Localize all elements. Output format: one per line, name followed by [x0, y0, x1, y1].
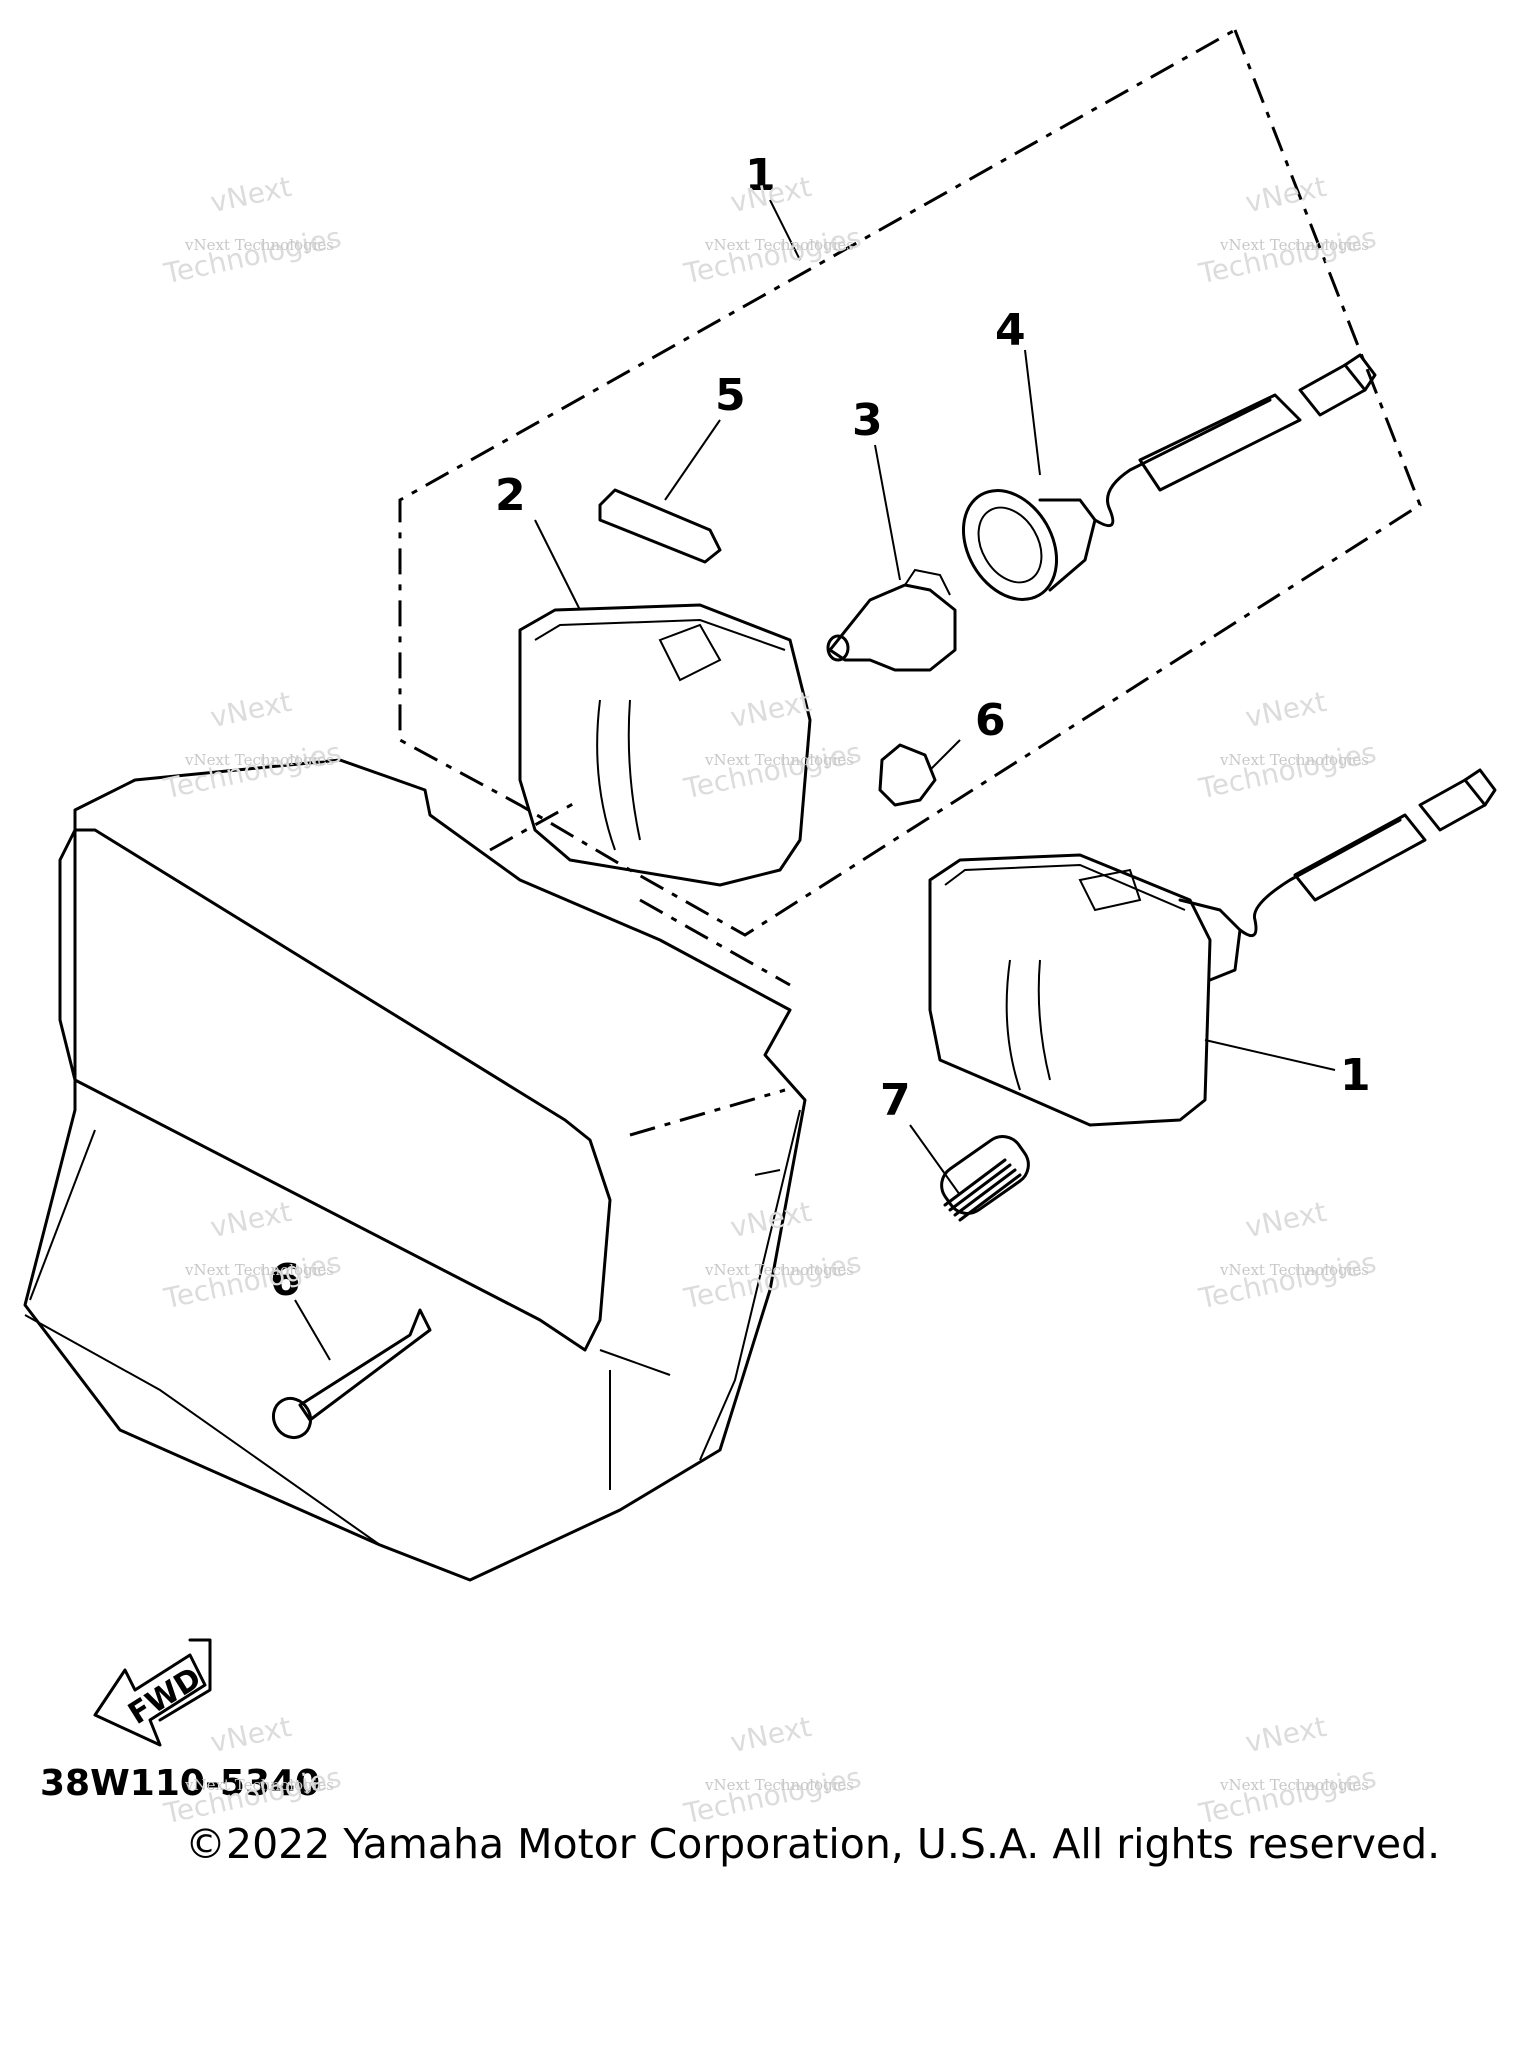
- callout-5: 5: [715, 370, 746, 421]
- svg-text:Technologies: Technologies: [160, 1246, 344, 1316]
- svg-text:vNext Technologies: vNext Technologies: [704, 1776, 854, 1794]
- headlight-housing: [23, 758, 807, 1582]
- drawing-number: 38W110-5340: [40, 1763, 320, 1804]
- socket-4: [961, 353, 1377, 601]
- copyright-notice: ©2022 Yamaha Motor Corporation, U.S.A. A…: [185, 1820, 1441, 1868]
- svg-text:vNext Technologies: vNext Technologies: [184, 1261, 334, 1279]
- svg-text:vNext Technologies: vNext Technologies: [704, 751, 854, 769]
- svg-text:Technologies: Technologies: [160, 736, 344, 806]
- bulb-3: [826, 568, 957, 672]
- callout-3: 3: [852, 395, 883, 446]
- svg-text:vNext Technologies: vNext Technologies: [1219, 751, 1369, 769]
- svg-text:vNext Technologies: vNext Technologies: [704, 1261, 854, 1279]
- svg-text:Technologies: Technologies: [1195, 221, 1379, 291]
- svg-text:vNext: vNext: [727, 685, 814, 734]
- svg-text:vNext: vNext: [207, 685, 294, 734]
- svg-text:vNext Technologies: vNext Technologies: [184, 751, 334, 769]
- callout-6-mid: 6: [975, 695, 1006, 746]
- clip-6: [878, 743, 937, 807]
- svg-text:vNext: vNext: [207, 1710, 294, 1759]
- svg-text:Technologies: Technologies: [1195, 736, 1379, 806]
- svg-text:Technologies: Technologies: [680, 1246, 864, 1316]
- svg-text:vNext Technologies: vNext Technologies: [184, 1776, 334, 1794]
- spring-7: [940, 1135, 1030, 1222]
- svg-text:vNext: vNext: [727, 1710, 814, 1759]
- svg-text:vNext: vNext: [207, 170, 294, 219]
- callout-1-right: 1: [1340, 1050, 1371, 1101]
- svg-text:Technologies: Technologies: [680, 221, 864, 291]
- svg-text:vNext Technologies: vNext Technologies: [1219, 1261, 1369, 1279]
- svg-text:vNext: vNext: [1242, 170, 1329, 219]
- callout-2: 2: [495, 470, 526, 521]
- svg-text:vNext: vNext: [727, 1195, 814, 1244]
- callout-7: 7: [880, 1075, 911, 1126]
- screw-6: [271, 1308, 432, 1440]
- svg-text:vNext: vNext: [207, 1195, 294, 1244]
- svg-text:vNext Technologies: vNext Technologies: [184, 236, 334, 254]
- svg-text:vNext: vNext: [1242, 1195, 1329, 1244]
- svg-text:vNext: vNext: [1242, 685, 1329, 734]
- svg-text:vNext: vNext: [1242, 1710, 1329, 1759]
- assembly-boundary: [398, 27, 1422, 937]
- svg-text:vNext: vNext: [727, 170, 814, 219]
- svg-text:Technologies: Technologies: [160, 221, 344, 291]
- svg-text:vNext Technologies: vNext Technologies: [704, 236, 854, 254]
- fwd-arrow: FWD: [93, 1638, 212, 1747]
- callout-1-top: 1: [745, 150, 776, 201]
- callout-4: 4: [995, 305, 1026, 356]
- callout-6-low: 6: [270, 1255, 301, 1306]
- svg-text:Technologies: Technologies: [680, 736, 864, 806]
- svg-text:Technologies: Technologies: [1195, 1246, 1379, 1316]
- lamp-assembly-1: [928, 768, 1497, 1127]
- trim-strip-5: [598, 488, 722, 564]
- lens-unit-2: [518, 603, 812, 887]
- svg-text:vNext Technologies: vNext Technologies: [1219, 236, 1369, 254]
- leader-lines: [294, 199, 1336, 1361]
- svg-text:vNext Technologies: vNext Technologies: [1219, 1776, 1369, 1794]
